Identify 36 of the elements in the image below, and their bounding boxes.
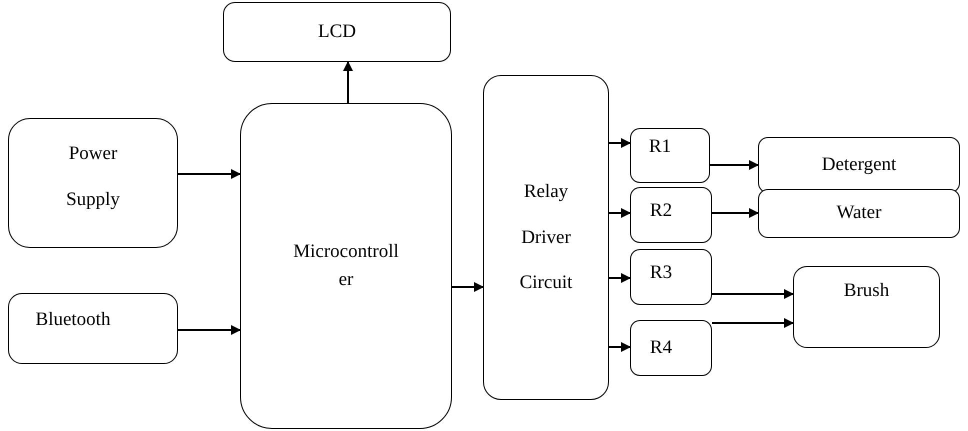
block-label: R3: [650, 262, 672, 284]
block-label: Relay Driver Circuit: [518, 180, 574, 296]
arrow: [452, 282, 484, 292]
block-label: R4: [650, 336, 672, 360]
arrow: [178, 325, 241, 335]
block-box: [630, 320, 712, 376]
block-box: [223, 2, 451, 62]
arrow: [609, 208, 631, 218]
block-box: [793, 266, 940, 348]
block-label: R1: [648, 136, 672, 159]
block-label: Power Supply: [65, 142, 121, 212]
arrow: [712, 208, 759, 218]
block-box: [758, 137, 960, 193]
block-box: [483, 75, 609, 400]
arrow: [609, 273, 631, 283]
block-box: [758, 189, 960, 238]
block-box: [630, 249, 712, 305]
block-label: Detergent: [822, 154, 896, 176]
arrow: [343, 61, 353, 103]
block-box: [630, 187, 712, 243]
arrow: [710, 160, 759, 170]
block-label: Water: [836, 202, 882, 225]
block-label: Microcontroll er: [292, 240, 400, 292]
block-label: R2: [650, 200, 672, 222]
arrow: [609, 342, 631, 352]
block-box: [630, 128, 710, 183]
block-box: [240, 103, 452, 429]
block-box: [8, 293, 178, 364]
arrow: [712, 289, 794, 299]
block-box: [8, 118, 178, 248]
arrow: [712, 318, 794, 328]
arrow: [609, 138, 631, 148]
block-label: Bluetooth: [36, 309, 110, 332]
block-label: Brush: [844, 280, 890, 302]
arrow: [178, 169, 241, 179]
block-label: LCD: [318, 20, 356, 44]
